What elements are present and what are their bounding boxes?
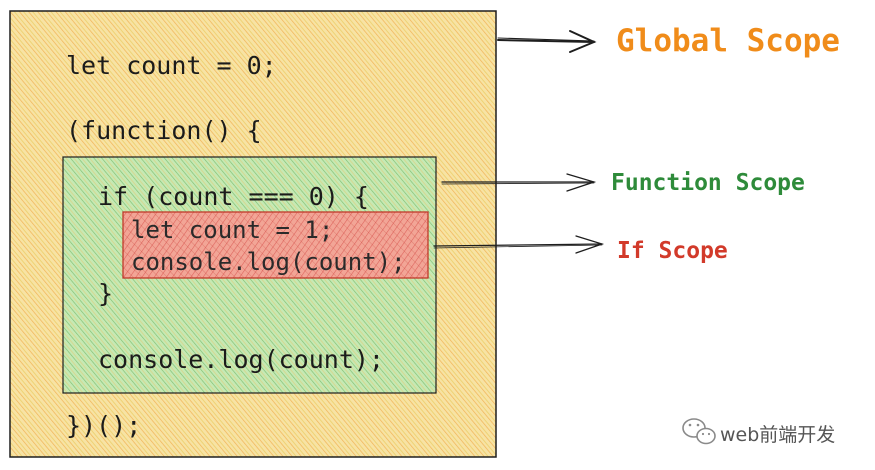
global-arrow	[497, 30, 597, 53]
if-scope-box	[122, 211, 429, 279]
if-scope-label: If Scope	[617, 238, 728, 264]
global-scope-label: Global Scope	[616, 23, 840, 59]
code-line-4: let count = 1;	[131, 216, 333, 244]
code-line-7: console.log(count);	[98, 345, 384, 374]
function-scope-label: Function Scope	[611, 170, 805, 196]
watermark-text: web前端开发	[720, 424, 835, 446]
if-arrow	[433, 235, 605, 254]
code-line-6: }	[98, 279, 113, 308]
function-arrow	[441, 173, 597, 192]
code-line-2: (function() {	[66, 116, 262, 145]
code-line-8: })();	[66, 411, 141, 440]
code-line-5: console.log(count);	[131, 248, 406, 276]
code-line-3: if (count === 0) {	[98, 182, 369, 211]
wechat-icon	[682, 418, 716, 445]
code-line-1: let count = 0;	[66, 51, 277, 80]
